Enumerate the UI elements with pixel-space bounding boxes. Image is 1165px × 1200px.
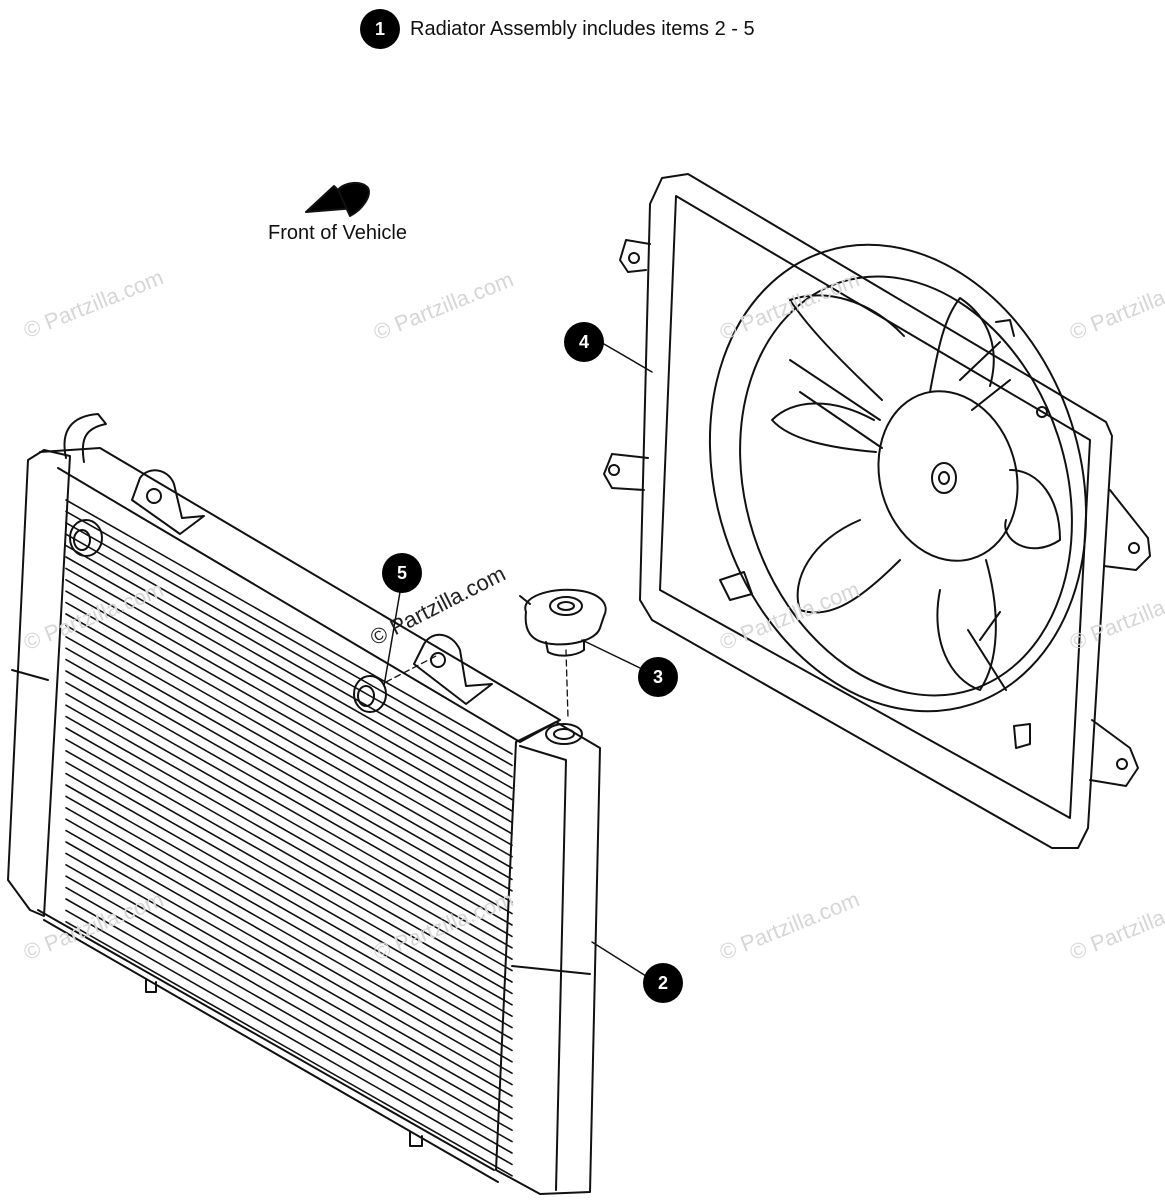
radiator-fin: [65, 727, 513, 983]
radiator-fin: [65, 784, 513, 1040]
radiator-fin: [65, 692, 513, 949]
radiator-fin: [65, 681, 513, 938]
radiator-fin: [65, 863, 513, 1120]
legend-text: Radiator Assembly includes items 2 - 5: [410, 17, 755, 40]
radiator-fin: [65, 647, 513, 904]
radiator-fin: [65, 510, 513, 767]
radiator-fin: [65, 533, 513, 790]
radiator-fin: [65, 772, 513, 1029]
radiator-fin: [65, 898, 513, 1154]
radiator-fin: [65, 829, 513, 1086]
radiator-fin: [65, 704, 513, 961]
assembly-legend: 1 Radiator Assembly includes items 2 - 5: [360, 9, 755, 49]
legend-number-badge[interactable]: 1: [360, 9, 400, 49]
radiator-fin: [65, 909, 513, 1166]
front-of-vehicle-label: Front of Vehicle: [268, 222, 407, 244]
radiator-fin: [65, 658, 513, 915]
leader-line-5: [383, 591, 401, 687]
radiator-fins: [65, 499, 513, 1177]
radiator-fin: [65, 761, 513, 1018]
radiator-fin: [65, 521, 513, 778]
radiator-cap: [519, 588, 607, 657]
radiator-fin: [65, 715, 513, 972]
fan-shroud-assembly: [603, 173, 1151, 849]
radiator-fin: [65, 875, 513, 1131]
leader-line-4: [603, 343, 653, 373]
callout-3[interactable]: 3: [638, 657, 678, 697]
radiator-fin: [65, 852, 513, 1109]
radiator-fin: [65, 624, 513, 881]
callout-2[interactable]: 2: [643, 963, 683, 1003]
radiator-fin: [65, 499, 513, 755]
radiator-fin: [65, 749, 513, 1006]
radiator-fin: [65, 567, 513, 824]
leader-line-2: [591, 941, 647, 977]
radiator-fin: [65, 818, 513, 1074]
radiator-fin: [65, 841, 513, 1097]
radiator-fin: [65, 590, 513, 847]
radiator-fin: [65, 578, 513, 835]
radiator-fin: [65, 670, 513, 926]
radiator-fin: [65, 635, 513, 892]
front-direction-arrow-icon: [305, 182, 370, 217]
radiator-fin: [65, 738, 513, 995]
radiator-fin: [65, 544, 513, 801]
radiator-fin: [65, 795, 513, 1052]
callout-4[interactable]: 4: [564, 322, 604, 362]
radiator-fin: [65, 613, 513, 869]
radiator-fin: [65, 920, 513, 1177]
radiator-fin: [65, 806, 513, 1063]
radiator-fin: [65, 601, 513, 858]
callout-5[interactable]: 5: [382, 553, 422, 593]
radiator-core: [7, 413, 601, 1195]
radiator-fin: [65, 556, 513, 812]
radiator-fin: [65, 886, 513, 1143]
leader-line-3: [581, 639, 641, 669]
